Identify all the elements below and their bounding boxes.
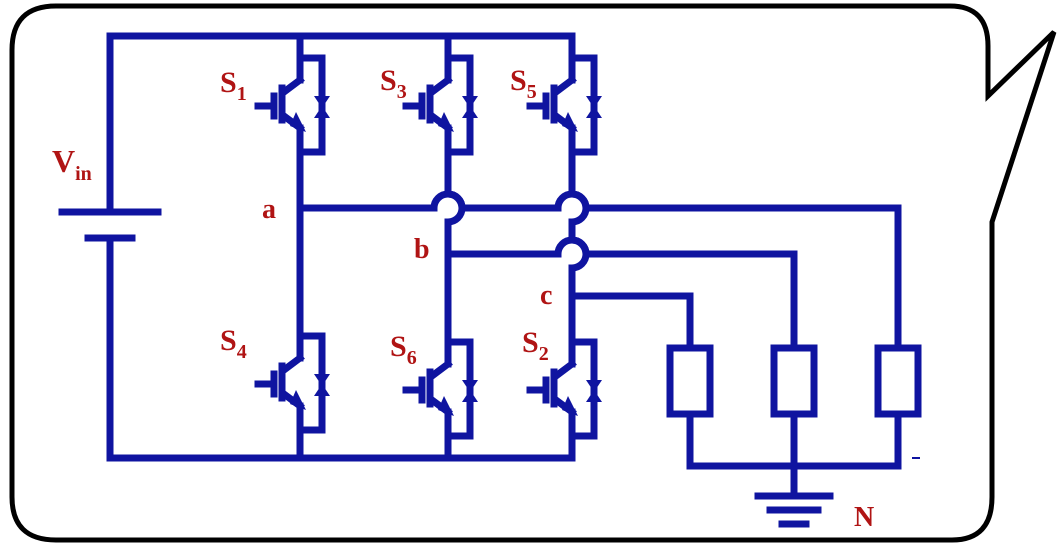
phase-c-wire bbox=[568, 292, 694, 352]
switch-label-s6: S6 bbox=[390, 330, 417, 369]
node-label-a: a bbox=[262, 194, 276, 225]
phase-b-wire bbox=[444, 236, 798, 352]
neutral-label: N bbox=[854, 502, 874, 533]
switch-label-s5: S5 bbox=[510, 64, 537, 103]
switch-label-s4: S4 bbox=[220, 324, 247, 363]
switch-label-s1: S1 bbox=[220, 66, 247, 105]
neutral-wire bbox=[686, 410, 902, 500]
node-label-b: b bbox=[414, 234, 430, 265]
node-label-c: c bbox=[540, 280, 552, 311]
switch-label-s3: S3 bbox=[380, 64, 407, 103]
speech-bubble-outline bbox=[9, 3, 1057, 543]
ground-icon bbox=[754, 492, 834, 528]
phase-a-wire bbox=[296, 190, 902, 352]
switch-label-s2: S2 bbox=[522, 326, 549, 365]
dc-source-icon bbox=[58, 32, 162, 462]
leg-a bbox=[258, 32, 330, 462]
vin-label: Vin bbox=[52, 143, 92, 185]
